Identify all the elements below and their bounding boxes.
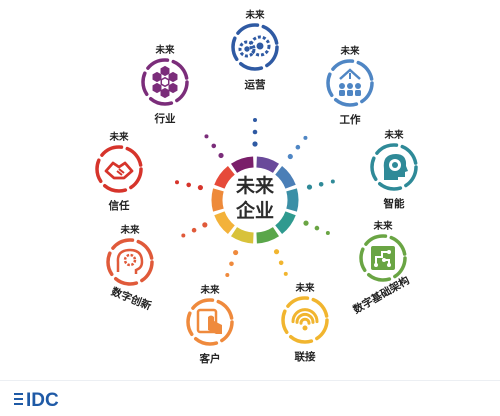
center-ring: [211, 156, 299, 244]
node-ring: [141, 58, 189, 106]
node-prefix: 未来: [294, 282, 315, 294]
center-ring-segment: [211, 188, 224, 212]
idc-logo-mark: [14, 393, 23, 405]
node-prefix: 未来: [108, 131, 129, 143]
node-label: 数字创新: [108, 284, 153, 312]
connector-dot: [218, 152, 224, 159]
center-ring-segment: [256, 226, 280, 244]
node-prefix: 未来: [154, 44, 175, 56]
handshake-icon: [104, 161, 134, 180]
connector-dot: [314, 225, 320, 231]
connector-dot: [273, 249, 280, 255]
node-label: 信任: [109, 199, 130, 212]
node-ring: [95, 145, 143, 193]
node-prefix: 未来: [199, 284, 220, 296]
center-ring-segment: [256, 156, 280, 174]
connector-dot: [252, 129, 258, 135]
node-label: 运营: [245, 78, 266, 91]
center-ring-segment: [230, 156, 254, 174]
node-ring: [359, 234, 407, 282]
connector-dot: [191, 227, 197, 233]
node-prefix: 未来: [339, 45, 360, 57]
node-prefix: 未来: [383, 129, 404, 141]
idc-logo-text: IDC: [26, 390, 59, 411]
connector-dot: [306, 184, 313, 190]
people-network-icon: [339, 68, 361, 96]
node-label: 行业: [154, 112, 176, 125]
gears-icon: [238, 35, 271, 58]
connector-dot: [295, 144, 301, 150]
node-label: 智能: [383, 197, 405, 210]
connector-dot: [186, 182, 192, 188]
node-prefix: 未来: [119, 224, 140, 236]
connector-dot: [202, 222, 208, 228]
node-label: 客户: [199, 352, 221, 365]
node-prefix: 未来: [372, 220, 393, 232]
connector-dot: [325, 231, 330, 236]
connector-dot: [175, 180, 180, 185]
wifi-icon: [291, 308, 319, 331]
connector-dot: [287, 153, 293, 160]
connector-dot: [211, 143, 217, 149]
connector-dot: [181, 233, 186, 238]
node-prefix: 未来: [244, 9, 265, 21]
connector-dot: [283, 271, 288, 276]
node-label: 联接: [295, 350, 316, 363]
center-ring-segment: [275, 165, 296, 189]
node-label: 工作: [340, 113, 361, 126]
center-ring-segment: [230, 226, 254, 244]
node-ring: [370, 143, 418, 191]
center-ring-segment: [286, 188, 299, 212]
center-ring-segment: [214, 165, 235, 189]
connector-dot: [330, 179, 335, 184]
hexagons-icon: [152, 65, 178, 99]
center-title-line2: 企业: [235, 199, 274, 222]
connector-dot: [204, 134, 209, 139]
connector-dot: [303, 220, 309, 226]
node-ring: [326, 59, 374, 107]
node-ring: [281, 296, 329, 344]
brain-gear-icon: [116, 248, 144, 274]
connector-dot: [278, 260, 284, 266]
connector-dot: [225, 273, 230, 278]
connector-dot: [233, 249, 239, 256]
center-ring-segment: [214, 211, 235, 235]
center-ring-segment: [275, 211, 296, 235]
connector-dot: [229, 261, 234, 267]
connector-dot: [253, 118, 257, 122]
connector-dot: [252, 141, 258, 147]
circuit-board-icon: [371, 246, 395, 270]
node-ring: [231, 23, 279, 71]
connector-dots: [175, 118, 335, 278]
connector-dot: [318, 181, 324, 187]
hand-tablet-icon: [196, 308, 222, 334]
center-title-line1: 未来: [235, 174, 274, 197]
node-ring: [186, 298, 234, 346]
connector-dot: [303, 135, 308, 140]
connector-dot: [197, 184, 204, 191]
idc-logo: IDC: [14, 390, 59, 411]
node-ring: [106, 238, 154, 286]
head-gear-icon: [383, 154, 408, 180]
footer-divider: [0, 380, 500, 381]
